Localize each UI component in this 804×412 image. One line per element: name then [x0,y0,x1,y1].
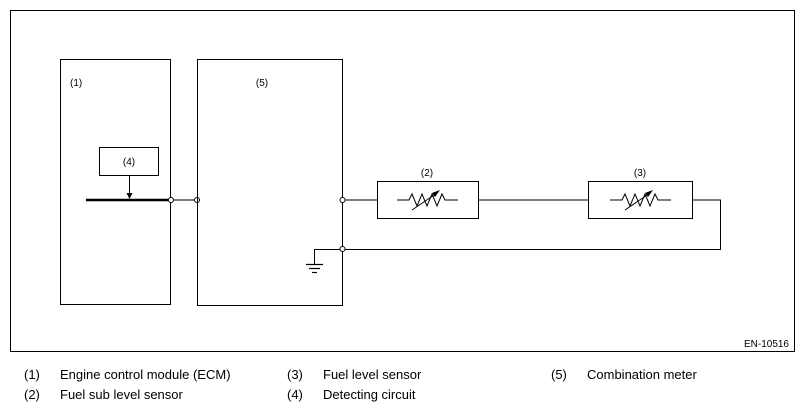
variable-resistor-symbol-3 [610,190,671,211]
detecting-circuit-label: (4) [123,157,135,168]
diagram-frame [10,10,795,352]
meter-output-terminal [339,197,346,203]
legend-text: Combination meter [587,367,697,382]
detecting-circuit-box [99,147,159,176]
ecm-label: (1) [70,78,82,89]
ecm-terminal [168,197,174,203]
ecm-box [60,59,171,305]
legend-text: Fuel sub level sensor [60,387,183,402]
legend-text: Detecting circuit [323,387,416,402]
legend-number: (3) [287,367,303,382]
fuel-level-sensor-box [588,181,693,219]
legend-text: Fuel level sensor [323,367,422,382]
combination-meter-box [197,59,343,306]
ground-wire [314,249,340,264]
variable-resistor-symbol-2 [397,190,458,211]
legend-number: (2) [24,387,40,402]
return-wire [345,199,721,250]
meter-ground-terminal [339,246,346,252]
legend-number: (1) [24,367,40,382]
diagram-code: EN-10516 [744,339,789,350]
combination-meter-label: (5) [256,78,268,89]
ground-icon [306,263,323,274]
legend-text: Engine control module (ECM) [60,367,231,382]
legend-number: (5) [551,367,567,382]
detecting-circuit-arrowhead [126,193,133,199]
legend-number: (4) [287,387,303,402]
fuel-level-sensor-label: (3) [634,168,646,179]
fuel-sub-level-sensor-label: (2) [421,168,433,179]
fuel-sub-level-sensor-box [377,181,479,219]
